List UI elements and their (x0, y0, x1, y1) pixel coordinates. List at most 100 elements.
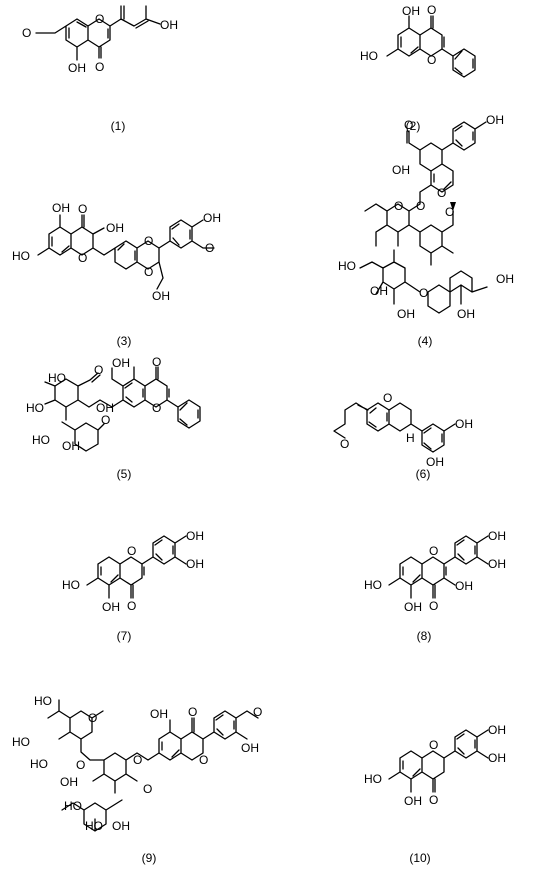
compound-4-structure: OH O OH O O O O HO OH O OH OH OH (338, 113, 514, 321)
atom-oh: OH (160, 18, 178, 32)
atom-o: O (427, 3, 436, 17)
atom-oh: OH (488, 529, 506, 543)
atom-oh: OH (488, 723, 506, 737)
compound-9-caption: (9) (142, 851, 157, 865)
atom-oh: OH (488, 751, 506, 765)
atom-ho: HO (62, 578, 80, 592)
compound-6-caption: (6) (416, 467, 431, 481)
atom-o: O (253, 705, 262, 719)
atom-oh: OH (112, 819, 130, 833)
atom-oh: OH (402, 4, 420, 18)
atom-h: H (406, 431, 415, 445)
atom-oh: OH (112, 356, 130, 370)
compound-4-caption: (4) (418, 334, 433, 348)
atom-o: O (427, 53, 436, 67)
atom-o: O (76, 758, 85, 772)
compound-10-caption: (10) (409, 851, 430, 865)
atom-ho: HO (338, 259, 356, 273)
atom-o: O (205, 241, 214, 255)
atom-ho: HO (34, 694, 52, 708)
atom-o: O (419, 286, 428, 300)
atom-o: O (188, 705, 197, 719)
atom-o: O (127, 599, 136, 613)
atom-oh: OH (455, 417, 473, 431)
atom-oh: OH (152, 289, 170, 303)
compound-2-caption: (2) (406, 119, 421, 133)
atom-oh: OH (455, 579, 473, 593)
atom-o: O (22, 26, 31, 40)
atom-oh: OH (52, 201, 70, 215)
atom-o: O (88, 711, 97, 725)
atom-oh: OH (186, 557, 204, 571)
compound-3-structure: OH O OH HO O O O OH O OH (12, 201, 221, 303)
atom-o: O (78, 251, 87, 265)
atom-o: O (152, 355, 161, 369)
atom-ho: HO (30, 757, 48, 771)
atom-oh: OH (488, 557, 506, 571)
atom-oh: OH (404, 794, 422, 808)
compound-8-structure: HO O OH O OH OH OH (364, 529, 506, 614)
compound-9-structure: HO HO HO O O OH O O HO HO OH OH O O O OH (12, 694, 262, 833)
compound-7-caption: (7) (117, 629, 132, 643)
atom-o: O (404, 118, 413, 132)
compound-5-structure: HO O OH O HO OH HO O O OH (26, 355, 201, 453)
atom-ho: HO (364, 772, 382, 786)
atom-oh: OH (150, 707, 168, 721)
atom-o: O (133, 753, 142, 767)
compound-5-caption: (5) (117, 467, 132, 481)
atom-ho: HO (32, 433, 50, 447)
atom-o: O (437, 186, 446, 200)
compound-1-structure: O O O OH OH (22, 5, 178, 75)
atom-oh: OH (496, 272, 514, 286)
atom-o: O (101, 413, 110, 427)
atom-o: O (94, 363, 103, 377)
atom-ho: HO (364, 578, 382, 592)
atom-oh: OH (397, 307, 415, 321)
compound-3-caption: (3) (117, 334, 132, 348)
atom-o: O (445, 205, 454, 219)
atom-oh: OH (186, 529, 204, 543)
compound-8-caption: (8) (417, 629, 432, 643)
atom-o: O (127, 544, 136, 558)
atom-oh: OH (426, 455, 444, 469)
atom-oh: OH (392, 163, 410, 177)
atom-oh: OH (68, 61, 86, 75)
atom-oh: OH (457, 307, 475, 321)
atom-oh: OH (106, 221, 124, 235)
atom-o: O (340, 437, 349, 451)
atom-ho: HO (360, 49, 378, 63)
compound-1-caption: (1) (111, 119, 126, 133)
compound-7-structure: HO O OH O OH OH (62, 529, 204, 614)
compound-10-structure: HO O OH O OH OH (364, 723, 506, 808)
atom-o: O (394, 199, 403, 213)
compound-6-structure: O O H OH OH (333, 391, 473, 469)
atom-o: O (78, 202, 87, 216)
atom-ho: HO (48, 371, 66, 385)
atom-o: O (416, 199, 425, 213)
atom-oh: OH (486, 113, 504, 127)
atom-oh: OH (96, 401, 114, 415)
atom-ho: HO (12, 735, 30, 749)
atom-ho: HO (64, 799, 82, 813)
atom-oh: OH (370, 284, 388, 298)
atom-o: O (144, 234, 153, 248)
atom-o: O (95, 60, 104, 74)
atom-o: O (429, 599, 438, 613)
atom-o: O (429, 544, 438, 558)
atom-oh: OH (203, 211, 221, 225)
atom-oh: OH (60, 775, 78, 789)
compound-2-structure: OH O O HO (360, 3, 476, 78)
atom-o: O (429, 738, 438, 752)
atom-o: O (152, 401, 161, 415)
atom-ho: HO (26, 401, 44, 415)
atom-o: O (199, 753, 208, 767)
atom-oh: OH (241, 741, 259, 755)
atom-o: O (383, 391, 392, 405)
atom-ho: HO (12, 249, 30, 263)
atom-o: O (144, 265, 153, 279)
atom-oh: OH (404, 600, 422, 614)
atom-o: O (143, 782, 152, 796)
atom-o: O (95, 12, 104, 26)
atom-o: O (429, 793, 438, 807)
